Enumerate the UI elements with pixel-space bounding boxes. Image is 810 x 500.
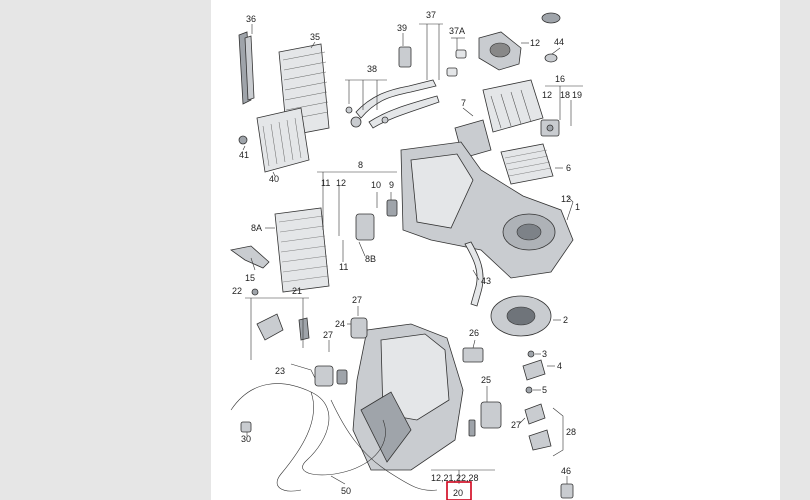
part-2-blower-motor [490,295,552,337]
part-4-cover [522,359,546,381]
part-26-sensor [462,347,484,363]
label-11-upper: 11 [321,178,330,188]
part-25-actuator [468,401,502,437]
label-22: 22 [232,286,242,296]
label-44: 44 [554,37,564,47]
label-11-lower: 11 [339,262,348,272]
label-9: 9 [389,180,394,190]
label-1: 1 [575,202,580,212]
part-22-screw [251,288,259,296]
label-50: 50 [341,486,351,496]
label-16: 16 [555,74,565,84]
label-27-lower: 27 [511,420,521,430]
part-distribution-housing [352,323,464,471]
part-6-cabin-filter [500,143,554,185]
part-5-screw [525,386,533,394]
label-40: 40 [269,174,279,184]
part-36-bracket [238,31,255,105]
label-35: 35 [310,32,320,42]
label-41: 41 [239,150,249,160]
label-12-flange: 12 [530,38,540,48]
label-12-21-22-28: 12,21,22,28 [431,473,479,483]
label-28: 28 [566,427,576,437]
label-20: 20 [453,488,463,498]
part-3-screw [527,350,535,358]
label-27-mid: 27 [323,330,333,340]
diagram-sheet: 36 35 39 37 37A 12 44 16 12 18 19 38 7 4… [211,0,780,500]
part-46-plug [560,483,574,499]
label-10: 10 [371,180,381,190]
part-23-actuator [314,365,348,387]
label-6: 6 [566,163,571,173]
label-38: 38 [367,64,377,74]
label-7: 7 [461,98,466,108]
label-36: 36 [246,14,256,24]
label-8: 8 [358,160,363,170]
label-19: 19 [572,90,582,100]
part-labels: 36 35 39 37 37A 12 44 16 12 18 19 38 7 4… [232,10,582,498]
label-27-upper: 27 [352,295,362,305]
part-30-connector [240,421,252,433]
part-20-highlight [446,481,472,500]
label-46: 46 [561,466,571,476]
label-26: 26 [469,328,479,338]
label-12-mid: 12 [336,178,346,188]
part-15-sensor [230,245,270,269]
part-8a-evaporator [274,207,330,293]
exploded-parts-diagram: 36 35 39 37 37A 12 44 16 12 18 19 38 7 4… [230,10,583,500]
label-12-servo: 12 [542,90,552,100]
part-16-servo [540,119,560,137]
label-39: 39 [397,23,407,33]
part-8b-actuator [355,199,398,241]
label-2: 2 [563,315,568,325]
label-23: 23 [275,366,285,376]
part-44-grommet [541,12,561,63]
label-15: 15 [245,273,255,283]
part-24-actuator [350,317,368,339]
label-43: 43 [481,276,491,286]
part-43-pipe [464,241,484,307]
label-8a: 8A [251,223,262,233]
leader-lines [242,23,583,485]
label-24: 24 [335,319,345,329]
part-12-flange [478,31,522,71]
label-37: 37 [426,10,436,20]
label-21: 21 [292,286,302,296]
part-41-screw [238,135,248,145]
label-18: 18 [560,90,570,100]
part-main-housing [400,141,574,279]
label-25: 25 [481,375,491,385]
part-39-valve [398,46,412,68]
label-37a: 37A [449,26,465,36]
part-38-pipes [345,79,440,129]
label-8b: 8B [365,254,376,264]
label-30: 30 [241,434,251,444]
part-50-wiring-harness [230,383,438,492]
part-37a-fittings [446,49,467,77]
part-28-flap-levers [524,403,552,451]
label-4: 4 [557,361,562,371]
part-40-heater-core [256,107,310,173]
part-21-bracket-group [256,313,310,341]
label-5: 5 [542,385,547,395]
label-3: 3 [542,349,547,359]
label-12-right: 12 [561,194,571,204]
